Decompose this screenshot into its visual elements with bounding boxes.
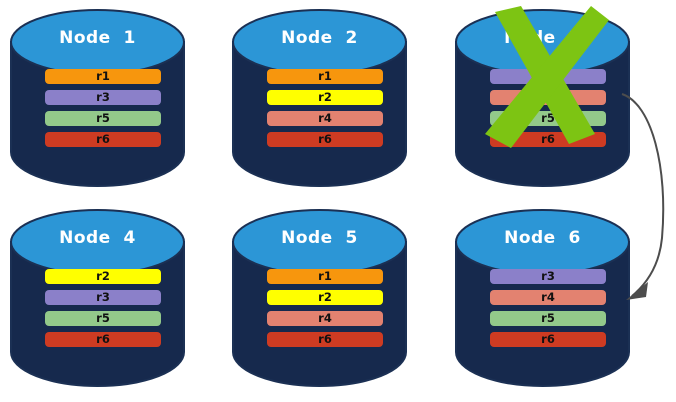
replica-row-r4[interactable]: r4 (490, 290, 606, 305)
replica-row-list: r1 r2 r4 r6 (267, 269, 383, 353)
cylinder-top (455, 9, 630, 75)
replica-row-r4[interactable]: r4 (267, 111, 383, 126)
replica-row-r5[interactable]: r5 (45, 111, 161, 126)
replica-row-r5[interactable]: r5 (45, 311, 161, 326)
cylinder-top (10, 209, 185, 275)
replica-row-r4[interactable]: r4 (490, 90, 606, 105)
replica-row-list: r2 r3 r5 r6 (45, 269, 161, 353)
replica-row-r1[interactable]: r1 (45, 69, 161, 84)
replica-row-r2[interactable]: r2 (45, 269, 161, 284)
replica-row-r6[interactable]: r6 (267, 132, 383, 147)
replica-row-list: r3 r4 r5 r6 (490, 269, 606, 353)
replica-row-r1[interactable]: r1 (267, 69, 383, 84)
replica-row-r5[interactable]: r5 (490, 111, 606, 126)
replica-row-r3[interactable]: r3 (490, 69, 606, 84)
replica-row-r3[interactable]: r3 (45, 290, 161, 305)
replica-row-r3[interactable]: r3 (45, 90, 161, 105)
replica-row-r6[interactable]: r6 (490, 332, 606, 347)
replica-row-r6[interactable]: r6 (267, 332, 383, 347)
replica-row-r2[interactable]: r2 (267, 90, 383, 105)
cylinder-top (232, 9, 407, 75)
cylinder-top (10, 9, 185, 75)
cylinder-top (455, 209, 630, 275)
replica-row-r6[interactable]: r6 (490, 132, 606, 147)
replica-row-r2[interactable]: r2 (267, 290, 383, 305)
replica-row-r5[interactable]: r5 (490, 311, 606, 326)
replica-row-r1[interactable]: r1 (267, 269, 383, 284)
cylinder-top (232, 209, 407, 275)
replica-row-list: r1 r2 r4 r6 (267, 69, 383, 153)
replica-row-r4[interactable]: r4 (267, 311, 383, 326)
replica-row-list: r3 r4 r5 r6 (490, 69, 606, 153)
replica-row-r6[interactable]: r6 (45, 132, 161, 147)
replica-row-list: r1 r3 r5 r6 (45, 69, 161, 153)
replica-row-r3[interactable]: r3 (490, 269, 606, 284)
replica-row-r6[interactable]: r6 (45, 332, 161, 347)
